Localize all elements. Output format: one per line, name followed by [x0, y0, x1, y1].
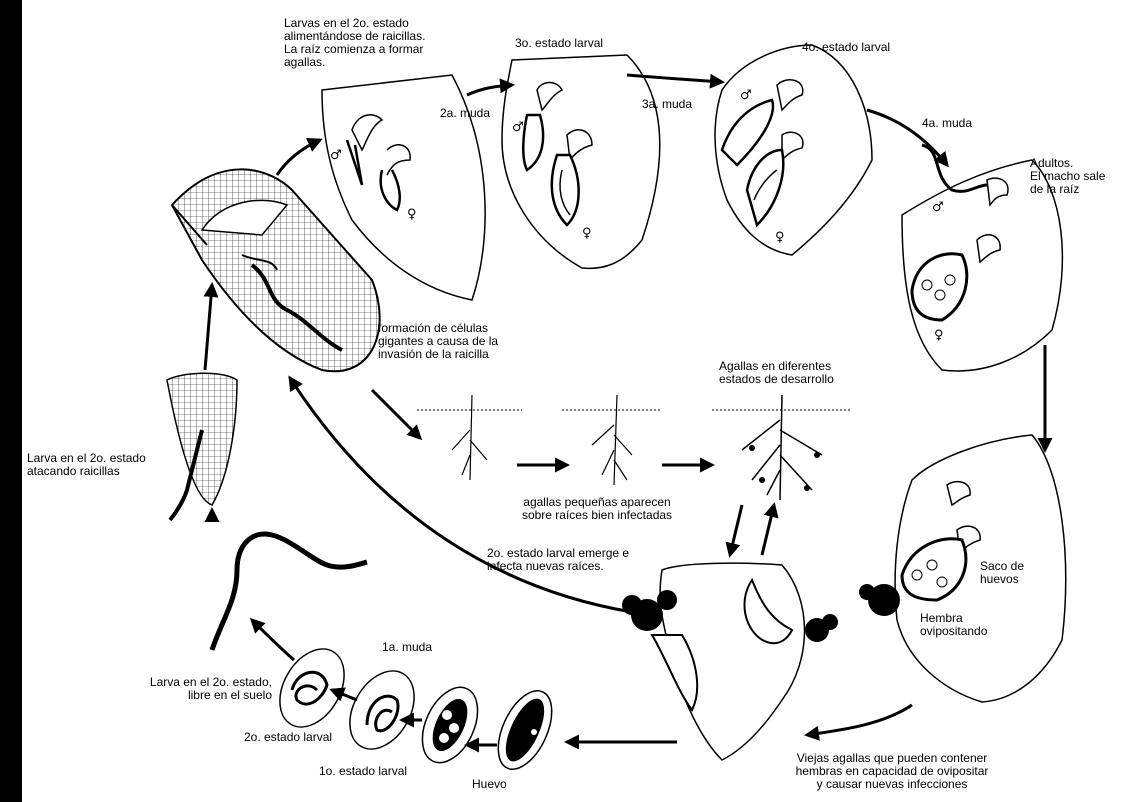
label-saco: Saco de huevos: [980, 560, 1024, 586]
label-huevo: Huevo: [472, 778, 507, 791]
label-adultos: Adultos. El macho sale de la raíz: [1030, 157, 1105, 196]
male-symbol: ♂: [330, 148, 342, 163]
panel-cuarto-estado: [715, 45, 872, 255]
label-primera-muda: 1a. muda: [382, 641, 432, 654]
female-symbol: ♀: [934, 328, 944, 343]
label-larvas-alimentandose: Larvas en el 2o. estado alimentándose de…: [284, 17, 425, 69]
label-cuarta-muda: 4a. muda: [922, 117, 972, 130]
label-agallas-pequenas: agallas pequeñas aparecen sobre raíces b…: [492, 496, 702, 522]
male-symbol: ♂: [512, 120, 524, 135]
egg-stages: [267, 638, 563, 778]
panel-viejas-agallas: [622, 563, 838, 760]
diagram-canvas: Larvas en el 2o. estado alimentándose de…: [22, 0, 1131, 802]
label-cuarto-estado: 4o. estado larval: [802, 41, 890, 54]
panel-hembra-ovipositando: [859, 435, 1066, 702]
label-viejas-agallas: Viejas agallas que pueden contener hembr…: [747, 752, 1037, 791]
female-symbol: ♀: [407, 207, 417, 222]
label-tercer-estado: 3o. estado larval: [515, 37, 603, 50]
label-tercera-muda: 3a. muda: [642, 98, 692, 111]
male-symbol: ♂: [740, 88, 752, 103]
free-larva: [212, 534, 367, 650]
label-larva-atacando: Larva en el 2o. estado atacando raicilla…: [27, 452, 146, 478]
label-hembra: Hembra ovipositando: [920, 612, 987, 638]
larva-attacking-root: [167, 373, 237, 520]
male-symbol: ♂: [932, 200, 944, 215]
label-primer-estado: 1o. estado larval: [319, 765, 407, 778]
label-larva-libre: Larva en el 2o. estado, libre en el suel…: [92, 676, 272, 702]
label-segundo-estado: 2o. estado larval: [244, 731, 332, 744]
label-segunda-muda: 2a. muda: [440, 107, 490, 120]
label-emerge: 2o. estado larval emerge e infecta nueva…: [487, 547, 629, 573]
female-symbol: ♀: [775, 230, 785, 245]
label-celulas-gigantes: formación de células gigantes a causa de…: [378, 322, 498, 361]
root-systems: [417, 395, 852, 500]
panel-tercer-estado: [502, 55, 660, 268]
female-symbol: ♀: [582, 226, 592, 241]
label-agallas-diferentes: Agallas en diferentes estados de desarro…: [719, 360, 834, 386]
